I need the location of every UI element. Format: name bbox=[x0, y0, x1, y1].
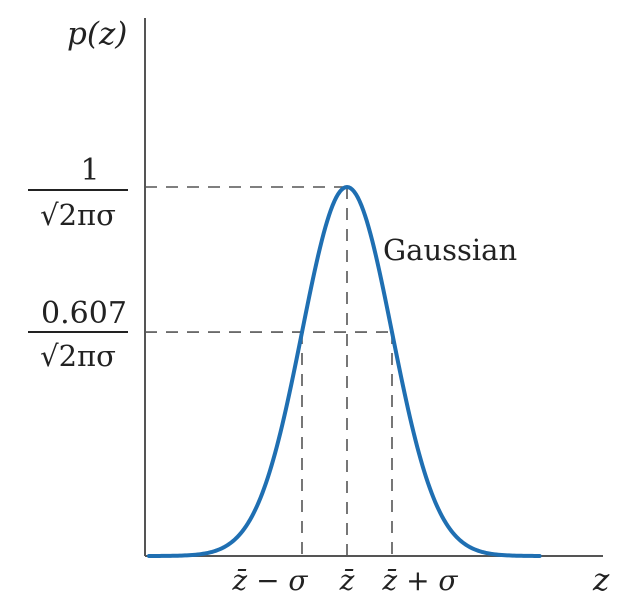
peak-tick-numerator: 1 bbox=[80, 153, 99, 188]
sigma-tick-numerator: 0.607 bbox=[41, 296, 127, 331]
x-axis-label: z bbox=[592, 562, 610, 598]
guide-lines bbox=[145, 186, 393, 556]
y-axis-label: p(z) bbox=[67, 16, 127, 52]
sigma-tick-denominator: √2πσ bbox=[40, 339, 116, 373]
x-tick-center: z̄ bbox=[339, 564, 355, 597]
peak-tick-label: 1 √2πσ bbox=[28, 153, 128, 232]
x-tick-left: z̄ − σ bbox=[231, 564, 308, 597]
curve-label: Gaussian bbox=[383, 233, 517, 267]
sigma-tick-label: 0.607 √2πσ bbox=[28, 296, 128, 373]
peak-tick-denominator: √2πσ bbox=[40, 198, 116, 232]
x-tick-right: z̄ + σ bbox=[381, 564, 458, 597]
gaussian-curve bbox=[147, 184, 542, 558]
